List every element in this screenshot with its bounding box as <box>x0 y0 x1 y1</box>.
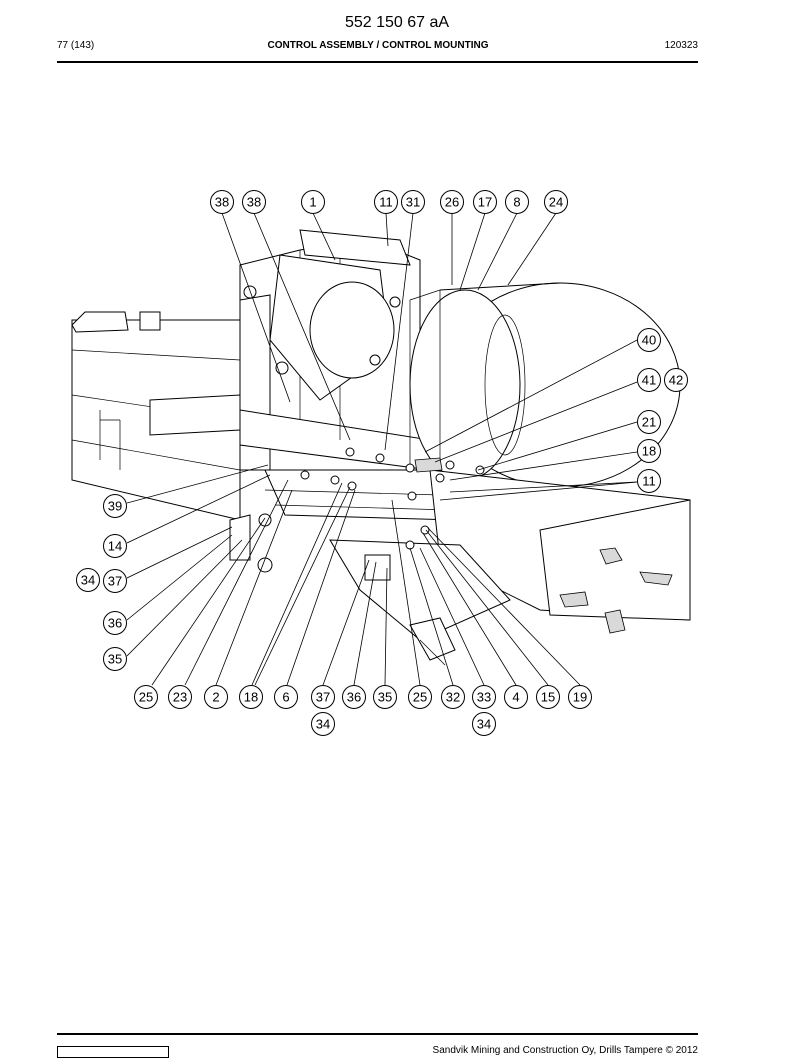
svg-text:17: 17 <box>478 195 492 210</box>
callout-25: 25 <box>134 685 158 709</box>
callout-34: 34 <box>311 712 335 736</box>
svg-text:34: 34 <box>316 717 330 732</box>
callout-14: 14 <box>103 534 127 558</box>
svg-text:11: 11 <box>642 474 656 489</box>
callout-31: 31 <box>401 190 425 214</box>
callout-1: 1 <box>301 190 325 214</box>
callout-6: 6 <box>274 685 298 709</box>
page-reference: 77 (143) <box>57 40 95 51</box>
document-number: 552 150 67 aA <box>344 14 450 31</box>
document-date: 120323 <box>664 40 698 51</box>
svg-text:36: 36 <box>108 616 122 631</box>
callout-34: 34 <box>472 712 496 736</box>
callout-24: 24 <box>544 190 568 214</box>
callout-39: 39 <box>103 494 127 518</box>
svg-text:14: 14 <box>108 539 122 554</box>
callout-41: 41 <box>637 368 661 392</box>
machine-illustration <box>71 229 691 666</box>
svg-text:8: 8 <box>513 195 520 210</box>
svg-text:19: 19 <box>573 690 587 705</box>
callout-38: 38 <box>242 190 266 214</box>
svg-text:40: 40 <box>642 333 656 348</box>
svg-text:18: 18 <box>642 444 656 459</box>
svg-text:26: 26 <box>445 195 459 210</box>
callout-8: 8 <box>505 190 529 214</box>
svg-text:6: 6 <box>282 690 289 705</box>
callout-23: 23 <box>168 685 192 709</box>
callout-37: 37 <box>103 569 127 593</box>
svg-text:42: 42 <box>669 373 683 388</box>
callout-37: 37 <box>311 685 335 709</box>
svg-text:41: 41 <box>642 373 656 388</box>
svg-text:25: 25 <box>413 690 427 705</box>
svg-text:1: 1 <box>309 195 316 210</box>
callout-25: 25 <box>408 685 432 709</box>
svg-text:34: 34 <box>477 717 491 732</box>
svg-text:4: 4 <box>512 690 519 705</box>
svg-text:35: 35 <box>108 652 122 667</box>
callout-4: 4 <box>504 685 528 709</box>
callout-42: 42 <box>664 368 688 392</box>
callout-40: 40 <box>637 328 661 352</box>
svg-text:15: 15 <box>541 690 555 705</box>
svg-text:35: 35 <box>378 690 392 705</box>
svg-text:23: 23 <box>173 690 187 705</box>
callout-11: 11 <box>374 190 398 214</box>
svg-text:33: 33 <box>477 690 491 705</box>
callout-35: 35 <box>103 647 127 671</box>
callout-33: 33 <box>472 685 496 709</box>
copyright-notice: Sandvik Mining and Construction Oy, Dril… <box>432 1045 698 1056</box>
leader-lines <box>126 212 638 686</box>
callout-36: 36 <box>103 611 127 635</box>
callout-21: 21 <box>637 410 661 434</box>
callout-11: 11 <box>637 469 661 493</box>
svg-text:11: 11 <box>379 195 393 210</box>
callout-2: 2 <box>204 685 228 709</box>
svg-text:18: 18 <box>244 690 258 705</box>
svg-text:38: 38 <box>215 195 229 210</box>
brand-logo <box>57 1046 169 1058</box>
callout-18: 18 <box>637 439 661 463</box>
svg-text:21: 21 <box>642 415 656 430</box>
callout-35: 35 <box>373 685 397 709</box>
callout-32: 32 <box>441 685 465 709</box>
callout-15: 15 <box>536 685 560 709</box>
svg-text:37: 37 <box>108 574 122 589</box>
callout-17: 17 <box>473 190 497 214</box>
svg-text:25: 25 <box>139 690 153 705</box>
svg-text:38: 38 <box>247 195 261 210</box>
callout-34: 34 <box>76 568 100 592</box>
header-rule <box>57 61 698 63</box>
callout-26: 26 <box>440 190 464 214</box>
footer-rule <box>57 1033 698 1035</box>
svg-text:36: 36 <box>347 690 361 705</box>
section-title: CONTROL ASSEMBLY / CONTROL MOUNTING <box>267 40 489 51</box>
callout-38: 38 <box>210 190 234 214</box>
callout-18: 18 <box>239 685 263 709</box>
svg-text:39: 39 <box>108 499 122 514</box>
svg-text:31: 31 <box>406 195 420 210</box>
svg-text:2: 2 <box>212 690 219 705</box>
svg-text:24: 24 <box>549 195 563 210</box>
callout-36: 36 <box>342 685 366 709</box>
callout-19: 19 <box>568 685 592 709</box>
svg-text:34: 34 <box>81 573 95 588</box>
svg-text:32: 32 <box>446 690 460 705</box>
svg-text:37: 37 <box>316 690 330 705</box>
callout-balloons: 38 38 1 11 31 26 17 8 24 40 41 42 21 18 … <box>76 190 688 736</box>
